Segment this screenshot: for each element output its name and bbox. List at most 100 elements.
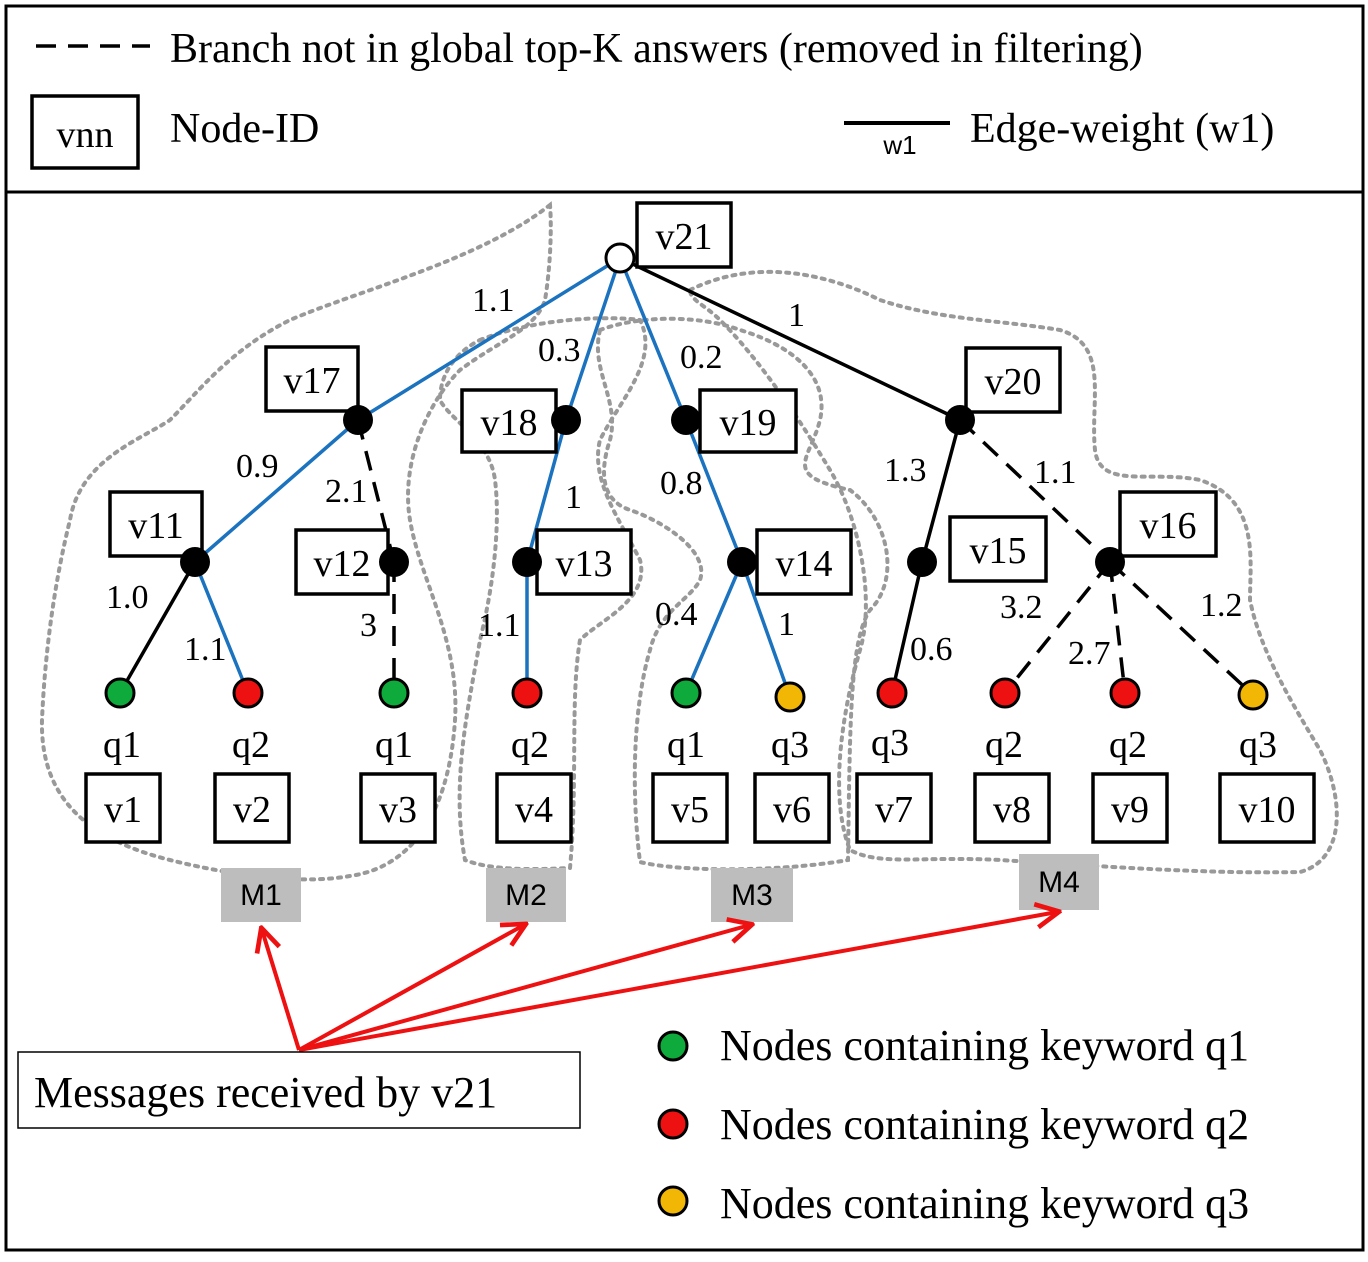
edge-v21-v18 (564, 257, 622, 421)
messages-caption-box (17, 1051, 581, 1129)
node-v18 (551, 405, 581, 435)
node-box-v21 (635, 201, 733, 269)
leaf-keyword-v3: q1 (375, 724, 413, 766)
leaf-box-v2 (213, 772, 291, 844)
edge-v14-v5 (684, 561, 744, 694)
leaf-nodes: q1v1q2v2q1v3q2v4q1v5q3v6q3v7q2v8q2v9q3v1… (84, 677, 1316, 844)
region-m1 (39, 201, 553, 882)
edge-v19-v14 (684, 419, 744, 563)
weight-v11-v1: 1.0 (106, 579, 149, 616)
edge-v11-v1 (118, 561, 197, 694)
node-box-v16 (1118, 490, 1218, 558)
message-box-m2 (486, 868, 566, 922)
edge-v14-v6 (740, 561, 792, 698)
message-arrows (262, 912, 1057, 1052)
node-id-v13: v13 (556, 543, 613, 585)
weight-v20-v15: 1.3 (884, 452, 927, 489)
node-v14 (727, 547, 757, 577)
leaf-node-v2 (232, 677, 264, 709)
dashed-legend-text: Branch not in global top-K answers (remo… (170, 26, 1143, 72)
node-id-sample-box (30, 94, 140, 170)
node-box-v19 (698, 388, 798, 454)
edge-v21-v20 (619, 256, 961, 422)
weight-v17-v12: 2.1 (325, 473, 368, 510)
leaf-id-v4: v4 (515, 789, 553, 831)
top-legend: Branch not in global top-K answers (remo… (30, 26, 1274, 170)
legend-dot-q2 (657, 1108, 689, 1140)
weight-v13-v4: 1.1 (478, 607, 521, 644)
edge-v18-v13 (525, 419, 568, 563)
arrow-to-m3 (298, 925, 750, 1052)
weight-v12-v3: 3 (360, 607, 377, 644)
messages-caption: Messages received by v21 (34, 1068, 497, 1117)
leaf-keyword-v5: q1 (667, 724, 705, 766)
edge-sample-weight: w1 (882, 130, 916, 160)
node-box-v18 (460, 388, 558, 454)
legend-text-q2: Nodes containing keyword q2 (720, 1100, 1249, 1149)
leaf-keyword-v4: q2 (511, 724, 549, 766)
leaf-keyword-v7: q3 (871, 722, 909, 764)
message-box-m4 (1019, 854, 1099, 910)
edge-v16-v9 (1108, 561, 1127, 694)
leaf-box-v7 (855, 772, 933, 844)
weight-v21-v17: 1.1 (472, 282, 515, 319)
leaf-node-v8 (989, 677, 1021, 709)
edge-v11-v2 (193, 561, 250, 694)
weight-v21-v19: 0.2 (680, 339, 723, 376)
leaf-node-v10 (1237, 679, 1269, 711)
weight-v18-v13: 1 (565, 479, 582, 516)
internal-node-boxes: v21 v17 v18 v19 v20 v11 v12 v13 v14 v15 … (108, 201, 1218, 596)
edge-weight-legend-text: Edge-weight (w1) (970, 106, 1274, 152)
node-v15 (907, 547, 937, 577)
weight-v11-v2: 1.1 (184, 631, 227, 668)
message-label-m4: M4 (1038, 866, 1080, 899)
leaf-box-v9 (1091, 772, 1169, 844)
leaf-keyword-v10: q3 (1239, 724, 1277, 766)
message-label-m2: M2 (505, 879, 547, 912)
edge-v20-v16 (958, 418, 1112, 564)
node-id-v12: v12 (314, 543, 371, 585)
weight-v16-v8: 3.2 (1000, 589, 1043, 626)
node-id-v15: v15 (970, 530, 1027, 572)
tree-nodes (180, 242, 1125, 577)
node-id-v20: v20 (985, 361, 1042, 403)
leaf-box-v4 (495, 772, 573, 844)
node-v20 (945, 405, 975, 435)
edge-v17-v11 (193, 418, 360, 564)
leaf-box-v3 (359, 772, 437, 844)
edge-v21-v17 (357, 256, 621, 422)
leaf-box-v10 (1218, 772, 1316, 844)
leaf-id-v9: v9 (1111, 789, 1149, 831)
node-v16 (1095, 547, 1125, 577)
node-v17 (343, 405, 373, 435)
edge-v16-v10 (1108, 560, 1255, 697)
weight-v19-v14: 0.8 (660, 465, 703, 502)
edge-v21-v19 (618, 257, 688, 421)
weight-v20-v16: 1.1 (1034, 454, 1077, 491)
leaf-keyword-v6: q3 (771, 724, 809, 766)
leaf-node-v1 (104, 677, 136, 709)
leaf-node-v7 (876, 677, 908, 709)
message-box-m3 (711, 868, 793, 922)
node-id-v21: v21 (656, 216, 713, 258)
edge-v20-v15 (920, 419, 962, 563)
weight-v21-v20: 1 (788, 297, 805, 334)
node-box-v15 (948, 515, 1048, 583)
leaf-keyword-v1: q1 (103, 724, 141, 766)
edge-v15-v7 (890, 561, 924, 694)
node-id-v11: v11 (128, 505, 184, 547)
edge-v16-v8 (1003, 560, 1112, 695)
weight-v14-v5: 0.4 (655, 596, 698, 633)
leaf-id-v7: v7 (875, 789, 913, 831)
arrow-to-m2 (298, 925, 524, 1052)
region-m3 (595, 316, 890, 872)
node-id-v19: v19 (720, 402, 777, 444)
legend-dot-q1 (657, 1030, 689, 1062)
region-m4 (687, 269, 1339, 875)
leaf-box-v1 (84, 772, 162, 844)
leaf-node-v6 (774, 681, 806, 713)
leaf-id-v10: v10 (1239, 789, 1296, 831)
keyword-legend: Nodes containing keyword q1 Nodes contai… (657, 1021, 1249, 1228)
leaf-node-v4 (511, 677, 543, 709)
arrow-to-m4 (298, 912, 1057, 1052)
